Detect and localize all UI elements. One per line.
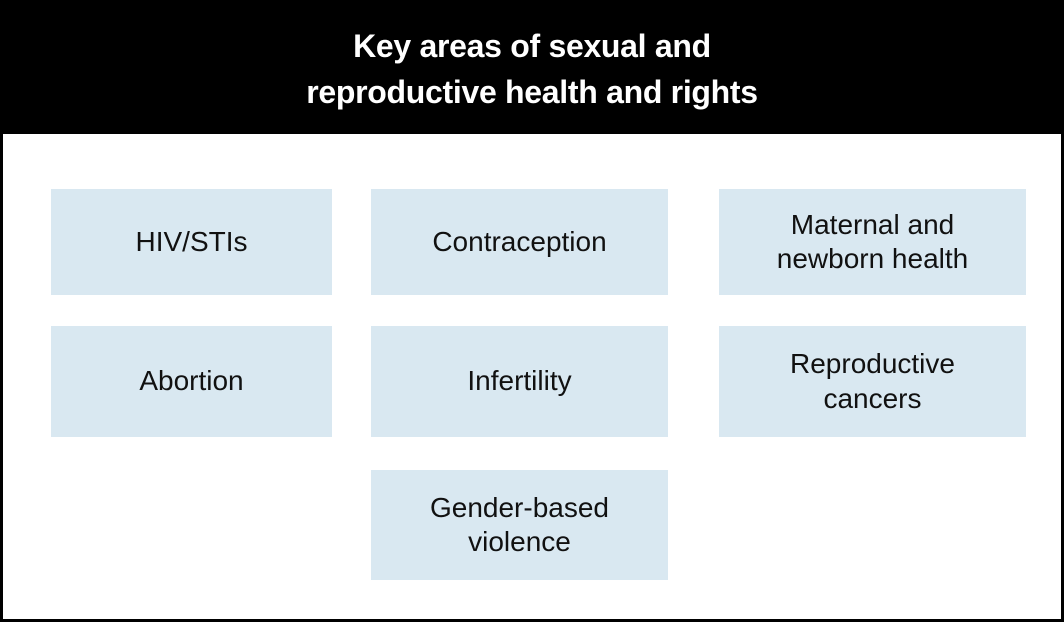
box-label: Reproductive cancers (790, 348, 955, 414)
box-label: HIV/STIs (135, 225, 248, 257)
box-gender-based-violence: Gender-based violence (371, 470, 668, 580)
box-abortion: Abortion (51, 326, 332, 437)
box-hiv-stis: HIV/STIs (51, 189, 332, 295)
title-banner: Key areas of sexual and reproductive hea… (3, 3, 1061, 134)
page-title-line-1: Key areas of sexual and (353, 27, 711, 64)
box-reproductive-cancers: Reproductive cancers (719, 326, 1026, 437)
page-title-line-2: reproductive health and rights (306, 73, 758, 110)
box-label: Infertility (467, 365, 572, 397)
box-label: Gender-based violence (429, 491, 609, 557)
box-infertility: Infertility (371, 326, 668, 437)
box-label: Maternal and newborn health (776, 208, 969, 274)
box-contraception: Contraception (371, 189, 668, 295)
box-label: Abortion (139, 365, 244, 397)
box-maternal-newborn-health: Maternal and newborn health (719, 189, 1026, 295)
box-label: Contraception (432, 225, 607, 257)
